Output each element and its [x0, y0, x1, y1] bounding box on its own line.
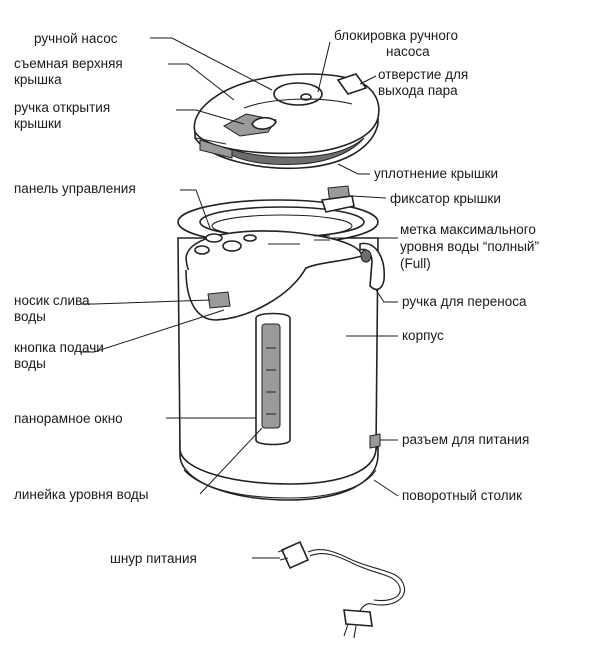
label-pump-lock-line1: блокировка ручного	[334, 28, 458, 43]
leader-lines	[80, 37, 399, 559]
label-dispense-button-line1: кнопка подачи	[14, 340, 104, 355]
label-lid-handle-line1: ручка открытия	[14, 100, 110, 115]
label-pump-lock-line2: насоса	[386, 44, 430, 59]
label-dispense-button-line2: воды	[14, 356, 46, 371]
label-steam-outlet-line2: выхода пара	[378, 83, 458, 98]
label-max-mark-line1: метка максимального	[400, 222, 536, 237]
thermopot-body-drawing	[177, 185, 385, 501]
label-max-mark-line3: (Full)	[400, 256, 431, 271]
label-swivel-base: поворотный столик	[402, 488, 522, 503]
removable-lid-drawing	[193, 73, 380, 170]
label-window: панорамное окно	[14, 411, 123, 426]
label-removable-lid-line2: крышка	[14, 72, 62, 87]
label-lid-handle-line2: крышки	[14, 116, 61, 131]
label-level-gauge: линейка уровня воды	[14, 487, 149, 502]
label-spout-line1: носик слива	[14, 293, 90, 308]
label-lid-seal: уплотнение крышки	[374, 166, 498, 181]
label-power-cord: шнур питания	[110, 551, 197, 566]
label-spout-line2: воды	[14, 309, 46, 324]
label-max-mark-line2: уровня воды “полный”	[400, 239, 539, 254]
label-power-connector: разъем для питания	[402, 432, 529, 447]
power-cord-drawing	[277, 540, 406, 639]
label-body: корпус	[402, 328, 444, 343]
label-lid-lock: фиксатор крышки	[390, 191, 501, 206]
label-manual-pump: ручной насос	[34, 31, 118, 46]
callout-labels: ручной насос блокировка ручного насоса с…	[14, 28, 539, 566]
label-carry-handle: ручка для переноса	[402, 294, 527, 309]
label-control-panel: панель управления	[14, 181, 136, 196]
label-removable-lid-line1: съемная верхняя	[14, 56, 123, 71]
label-steam-outlet-line1: отверстие для	[378, 67, 468, 82]
